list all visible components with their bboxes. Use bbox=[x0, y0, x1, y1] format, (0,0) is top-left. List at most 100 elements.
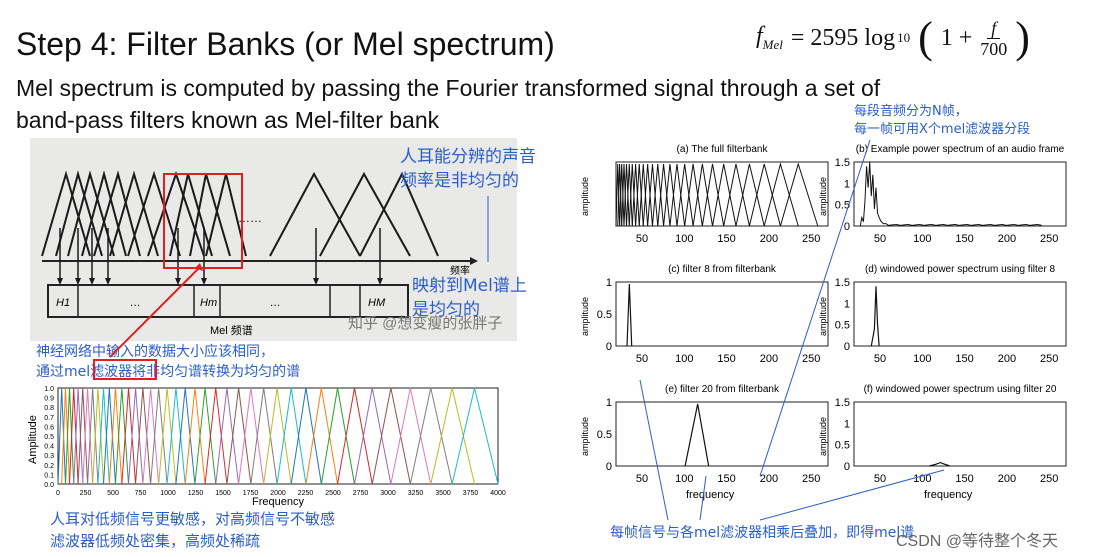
panel-xtick-4-0: 50 bbox=[874, 353, 886, 365]
bank-ylabel: Amplitude bbox=[27, 415, 39, 464]
bank-filter-31 bbox=[290, 387, 322, 485]
note-sum: 每帧信号与各mel滤波器相乘后叠加，即得mel谱 bbox=[610, 525, 915, 541]
photo-ellipsis: …… bbox=[238, 211, 262, 225]
bank-filter-1 bbox=[57, 387, 66, 485]
panel-a-filter-7 bbox=[628, 163, 637, 227]
bank-ytick-label-9: 0.1 bbox=[44, 472, 54, 479]
bank-filter-10 bbox=[97, 387, 110, 485]
panel-a-filter-20 bbox=[701, 163, 725, 227]
formula-lhs-sub: Mel bbox=[762, 36, 783, 52]
panel-xtick-4-2: 150 bbox=[955, 353, 973, 365]
panel-xlabel-5: frequency bbox=[686, 489, 735, 501]
bank-filter-13 bbox=[114, 387, 130, 485]
panel-a-filter-23 bbox=[735, 163, 765, 227]
photo-arrowhead-4 bbox=[105, 278, 111, 285]
bank-filter-19 bbox=[158, 387, 177, 485]
panel-a-filter-14 bbox=[657, 163, 671, 227]
panel-xtick-3-1: 100 bbox=[675, 353, 693, 365]
panel-frame-4 bbox=[853, 281, 1067, 347]
panel-title-3: (c) filter 8 from filterbank bbox=[668, 264, 777, 275]
bank-xtick-label-1: 250 bbox=[80, 490, 92, 497]
photo-arrowhead-7 bbox=[313, 278, 319, 285]
panel-ytick-4-2: 0.5 bbox=[835, 320, 850, 332]
formula-one-plus: 1 + bbox=[940, 24, 973, 51]
note-sensitivity: 人耳对低频信号更敏感，对高频信号不敏感 滤波器低频处密集，高频处稀疏 bbox=[50, 508, 335, 552]
panel-a-filter-21 bbox=[712, 163, 737, 227]
panel-4: (d) windowed power spectrum using filter… bbox=[818, 264, 1067, 365]
panel-xtick-4-4: 250 bbox=[1040, 353, 1058, 365]
photo-triangle-2 bbox=[55, 170, 103, 257]
bank-ytick-label-2: 0.8 bbox=[44, 405, 54, 412]
bank-filter-18 bbox=[150, 387, 168, 485]
bank-ytick-label-1: 0.9 bbox=[44, 396, 54, 403]
bank-filter-11 bbox=[103, 387, 116, 485]
panel-2: (b) Example power spectrum of an audio f… bbox=[818, 144, 1067, 245]
note-input: 神经网络中输入的数据大小应该相同， 通过mel滤波器将非均匀谱转换为均匀的谱 bbox=[36, 342, 300, 382]
photo-big-triangle-3 bbox=[359, 171, 439, 257]
bank-xtick-label-13: 3250 bbox=[408, 490, 424, 497]
panel-a-filter-13 bbox=[651, 163, 665, 227]
bank-filter-38 bbox=[409, 387, 453, 485]
bank-ytick-label-4: 0.6 bbox=[44, 424, 54, 431]
mel-spectrum-bar bbox=[47, 284, 409, 318]
bank-filter-25 bbox=[215, 387, 240, 485]
panel-ylabel-2: amplitude bbox=[818, 177, 828, 216]
panel-a-filter-6 bbox=[626, 163, 633, 227]
panel-b-spectrum bbox=[859, 161, 1042, 227]
bank-filter-9 bbox=[92, 387, 105, 485]
note-nonuniform: 人耳能分辨的声音 频率是非均匀的 bbox=[400, 145, 536, 193]
bank-ytick-label-10: 0.0 bbox=[44, 482, 54, 489]
panel-xtick-6-4: 250 bbox=[1040, 473, 1058, 485]
panel-ytick-4-1: 1 bbox=[844, 298, 850, 310]
panel-xtick-2-4: 250 bbox=[1040, 233, 1058, 245]
bank-xtick-label-11: 2750 bbox=[353, 490, 369, 497]
bank-xtick-label-9: 2250 bbox=[298, 490, 314, 497]
bank-filter-16 bbox=[135, 387, 152, 485]
panel-xtick-6-3: 200 bbox=[998, 473, 1016, 485]
bank-filter-36 bbox=[371, 387, 411, 485]
panel-ytick-5-0: 1 bbox=[606, 397, 612, 409]
panel-ytick-2-1: 1 bbox=[844, 178, 850, 190]
photo-band-label-3: Hm bbox=[200, 297, 217, 309]
bank-filter-30 bbox=[276, 387, 307, 485]
panel-xtick-5-4: 250 bbox=[802, 473, 820, 485]
photo-bands: H1…Hm…HM bbox=[47, 285, 409, 317]
bank-filter-7 bbox=[82, 387, 94, 485]
bank-filter-15 bbox=[128, 387, 144, 485]
photo-big-triangle-2 bbox=[319, 171, 411, 257]
panel-title-4: (d) windowed power spectrum using filter… bbox=[865, 264, 1056, 275]
bank-filter-28 bbox=[250, 387, 278, 485]
panel-d-spectrum bbox=[870, 286, 880, 347]
panel-c-filter bbox=[626, 283, 633, 347]
panel-xtick-2-2: 150 bbox=[955, 233, 973, 245]
formula-denominator: 700 bbox=[980, 38, 1008, 59]
panel-ytick-4-0: 1.5 bbox=[835, 277, 850, 289]
note-sensitivity-line1: 人耳对低频信号更敏感，对高频信号不敏感 bbox=[50, 510, 336, 528]
photo-watermark: 知乎 @想变瘦的张胖子 bbox=[348, 315, 502, 332]
panel-a-filter-19 bbox=[692, 163, 714, 227]
bank-filter-27 bbox=[238, 387, 265, 485]
photo-arrowhead-1 bbox=[57, 278, 63, 285]
panel-frame-6 bbox=[853, 401, 1067, 467]
photo-arrowhead-3 bbox=[89, 278, 95, 285]
panel-a-filter-22 bbox=[723, 163, 750, 227]
panel-xtick-3-0: 50 bbox=[636, 353, 648, 365]
panel-a-filter-12 bbox=[647, 163, 659, 227]
panel-a-filter-9 bbox=[635, 163, 644, 227]
bank-filter-8 bbox=[87, 387, 99, 485]
formula-paren-open: ( bbox=[918, 13, 933, 62]
photo-axis-label: 频率 bbox=[450, 264, 470, 277]
panel-ytick-5-1: 0.5 bbox=[597, 429, 612, 441]
panel-frame-5 bbox=[615, 401, 829, 467]
panel-a-filter-5 bbox=[623, 163, 630, 227]
panel-xtick-2-1: 100 bbox=[913, 233, 931, 245]
panel-xtick-3-3: 200 bbox=[760, 353, 778, 365]
bank-filter-32 bbox=[305, 387, 339, 485]
panel-xtick-2-0: 50 bbox=[874, 233, 886, 245]
panel-a-filter-15 bbox=[663, 163, 678, 227]
panel-3: (c) filter 8 from filterbankamplitude10.… bbox=[580, 264, 829, 365]
photo-arrowhead-5 bbox=[175, 278, 181, 285]
bank-ytick-label-0: 1.0 bbox=[44, 386, 54, 393]
